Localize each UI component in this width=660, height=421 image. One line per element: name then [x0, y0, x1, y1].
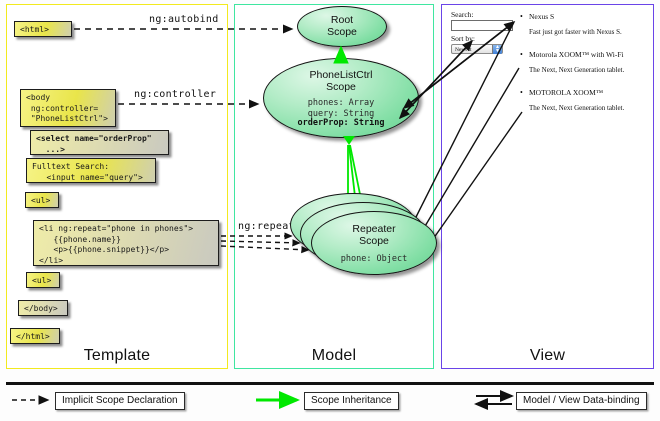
scope-repeater: Repeater Scope phone: Object: [311, 211, 437, 275]
legend-divider: [6, 382, 654, 385]
bullet-icon: •: [520, 12, 523, 21]
search-label: Search:: [451, 10, 474, 19]
bullet-icon: •: [520, 50, 523, 59]
phone-name: MOTOROLA XOOM™: [529, 88, 604, 97]
scope-phonelistctrl-title: PhoneListCtrl Scope: [309, 69, 373, 93]
column-label-model: Model: [311, 347, 357, 364]
legend-item-implicit-scope-declaration: Implicit Scope Declaration: [55, 392, 185, 410]
scope-root-title: Root Scope: [327, 14, 357, 38]
scope-phonelistctrl-props-bold: orderProp: String: [297, 118, 385, 128]
column-label-view: View: [529, 347, 566, 364]
code-box-ul-open: <ul>: [25, 192, 59, 208]
search-input[interactable]: [451, 20, 513, 31]
connector-label-ng-repeat: ng:repeat: [238, 221, 295, 232]
phone-name: Nexus S: [529, 12, 555, 21]
code-box-body-open: <body ng:controller= "PhoneListCtrl">: [20, 89, 116, 127]
code-box-select: <select name="orderProp" ...>: [30, 130, 169, 155]
connector-label-ng-controller: ng:controller: [134, 89, 217, 100]
scope-phonelistctrl: PhoneListCtrl Scope phones: Array query:…: [263, 58, 419, 138]
phone-name: Motorola XOOM™ with Wi-Fi: [529, 50, 624, 59]
code-box-li-repeat: <li ng:repeat="phone in phones"> {{phone…: [33, 220, 219, 266]
code-box-html-close: </html>: [10, 328, 60, 344]
column-label-template: Template: [83, 347, 151, 364]
legend-glyph-databinding: [474, 390, 514, 410]
code-box-body-close: </body>: [18, 300, 68, 316]
code-box-ul-close: <ul>: [26, 272, 60, 288]
bullet-icon: •: [520, 88, 523, 97]
connector-label-ng-autobind: ng:autobind: [149, 14, 219, 25]
scope-root: Root Scope: [297, 6, 387, 47]
scope-repeater-title: Repeater Scope: [352, 223, 396, 247]
sort-by-value: Newest: [455, 47, 472, 53]
phone-snippet: The Next, Next Generation tablet.: [529, 66, 625, 74]
view-panel: Search: Sort by: Newest ▲▼ • Nexus S Fas…: [451, 10, 647, 134]
stepper-icon[interactable]: ▲▼: [492, 45, 502, 54]
legend-item-model-view-data-binding: Model / View Data-binding: [516, 392, 647, 410]
code-box-fulltext-search: Fulltext Search: <input name="query">: [26, 158, 156, 183]
legend-item-scope-inheritance: Scope Inheritance: [304, 392, 399, 410]
sort-by-label: Sort by:: [451, 34, 475, 43]
phone-snippet: Fast just got faster with Nexus S.: [529, 28, 622, 36]
phone-snippet: The Next, Next Generation tablet.: [529, 104, 625, 112]
code-box-html-open: <html>: [14, 21, 72, 37]
scope-repeater-props: phone: Object: [340, 254, 408, 264]
sort-by-select[interactable]: Newest ▲▼: [451, 44, 503, 54]
scope-phonelistctrl-props: phones: Array query: String: [307, 98, 375, 119]
